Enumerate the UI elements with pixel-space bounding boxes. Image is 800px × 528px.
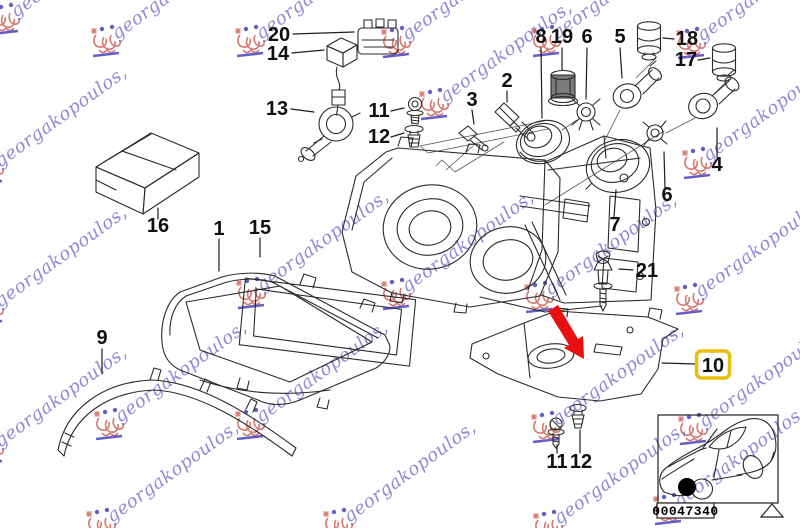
headlight-housing-drawing [341, 136, 561, 314]
part-19-bulb-drawing [547, 69, 579, 107]
part-label-12-bottom: 12 [570, 451, 592, 473]
part-6-top-bulb-drawing [571, 98, 601, 131]
part-16-control-unit-drawing [95, 132, 200, 215]
part-label-10: 10 [702, 355, 724, 377]
part-2-bulb-drawing [494, 102, 536, 142]
part-label-17: 17 [675, 49, 697, 71]
part-21-clip-drawing [593, 250, 613, 312]
part-18-socket-drawing [636, 21, 662, 61]
watermark-stamp: georgakopoulos, [0, 62, 131, 183]
watermark-text: georgakopoulos, [693, 0, 800, 46]
part-label-2: 2 [501, 70, 512, 92]
part-label-11-bottom: 11 [546, 451, 567, 473]
part-label-5: 5 [614, 26, 625, 48]
part-12-rivet-drawing [404, 124, 424, 148]
leader-lines [101, 31, 718, 454]
part-6-mid-bulb-drawing [642, 120, 668, 146]
part-9-trim-strip-drawing [57, 367, 297, 457]
part-label-8: 8 [535, 26, 546, 48]
watermark-stamp: georgakopoulos, [381, 187, 539, 311]
part-7-rubber-cap-drawing [585, 139, 651, 193]
part-12-bottom-clip-drawing [569, 403, 587, 429]
watermark-text: georgakopoulos, [103, 417, 244, 527]
part-label-20: 20 [268, 24, 290, 46]
mounting-frame-drawing [479, 135, 657, 313]
watermark-text: georgakopoulos, [699, 56, 800, 166]
highlight-box [694, 349, 732, 380]
part-label-6-top: 6 [581, 26, 592, 48]
watermark-stamp: georgakopoulos, [323, 417, 480, 528]
part-label-9: 9 [96, 327, 107, 349]
watermark-stamp: georgakopoulos, [0, 342, 131, 463]
watermark-text: georgakopoulos, [541, 190, 682, 300]
part-15-seal-drawing [238, 273, 417, 367]
watermark-text: georgakopoulos, [691, 192, 800, 302]
part-label-11-top: 11 [368, 100, 389, 122]
part-label-7: 7 [609, 214, 620, 236]
part-3-bulb-drawing [458, 125, 489, 152]
watermark-text: georgakopoulos, [111, 317, 252, 427]
part-13-bulb-holder-drawing [297, 106, 361, 163]
watermark-text: georgakopoulos, [252, 317, 393, 427]
highlight-callout: 10 [694, 349, 732, 380]
watermark-text: georgakopoulos, [108, 0, 249, 44]
part-label-13: 13 [266, 98, 288, 120]
part-1-lens-drawing [161, 272, 391, 410]
part-label-1: 1 [213, 218, 224, 240]
diagram-id-box [656, 502, 715, 519]
part-14-relay-drawing [326, 37, 358, 116]
watermark-text: georgakopoulos, [253, 186, 394, 296]
watermark-text: georgakopoulos, [398, 187, 539, 297]
part-11-bottom-screw-drawing [547, 417, 565, 449]
watermark-text: georgakopoulos, [340, 417, 481, 527]
part-labels: 20 14 13 11 12 2 3 8 19 6 5 18 17 4 6 7 … [96, 24, 723, 473]
diagram-id: 00047340 [652, 504, 718, 519]
part-label-4: 4 [711, 154, 723, 176]
part-4-bulb-holder-drawing [688, 69, 740, 120]
part-label-19: 19 [551, 26, 573, 48]
part-label-3: 3 [466, 89, 477, 111]
assembly-axis-lines [419, 57, 730, 206]
exploded-drawing [57, 18, 740, 457]
watermark-stamp: georgakopoulos, [235, 317, 393, 441]
part-label-14: 14 [267, 43, 290, 65]
nav-triangle-icon [759, 503, 785, 518]
part-label-18: 18 [676, 28, 698, 50]
part-label-6-mid: 6 [661, 184, 672, 206]
car-drawing [659, 418, 777, 500]
part-label-15: 15 [249, 217, 271, 239]
part-label-12-top: 12 [368, 126, 390, 148]
watermark-stamp: georgakopoulos, [91, 0, 249, 58]
part-5-bulb-holder-drawing [612, 60, 662, 109]
part-20-connector-drawing [357, 18, 399, 55]
red-arrow [548, 305, 584, 359]
watermark-stamp: georgakopoulos, [674, 192, 800, 316]
part-label-16: 16 [147, 215, 169, 237]
watermark-stamp: georgakopoulos, [0, 202, 131, 323]
watermark-text: georgakopoulos, [0, 62, 131, 172]
part-label-21: 21 [636, 260, 658, 282]
car-thumbnail-box [657, 414, 779, 504]
part-11-screw-drawing [406, 96, 424, 125]
headlight-position-dot [678, 478, 696, 496]
car-thumbnail: 00047340 [652, 414, 785, 519]
part-8-rubber-cap-drawing [515, 119, 571, 165]
watermark-text: georgakopoulos, [0, 202, 131, 312]
part-17-socket-drawing [711, 43, 737, 82]
watermark-stamp: georgakopoulos, [682, 56, 800, 180]
